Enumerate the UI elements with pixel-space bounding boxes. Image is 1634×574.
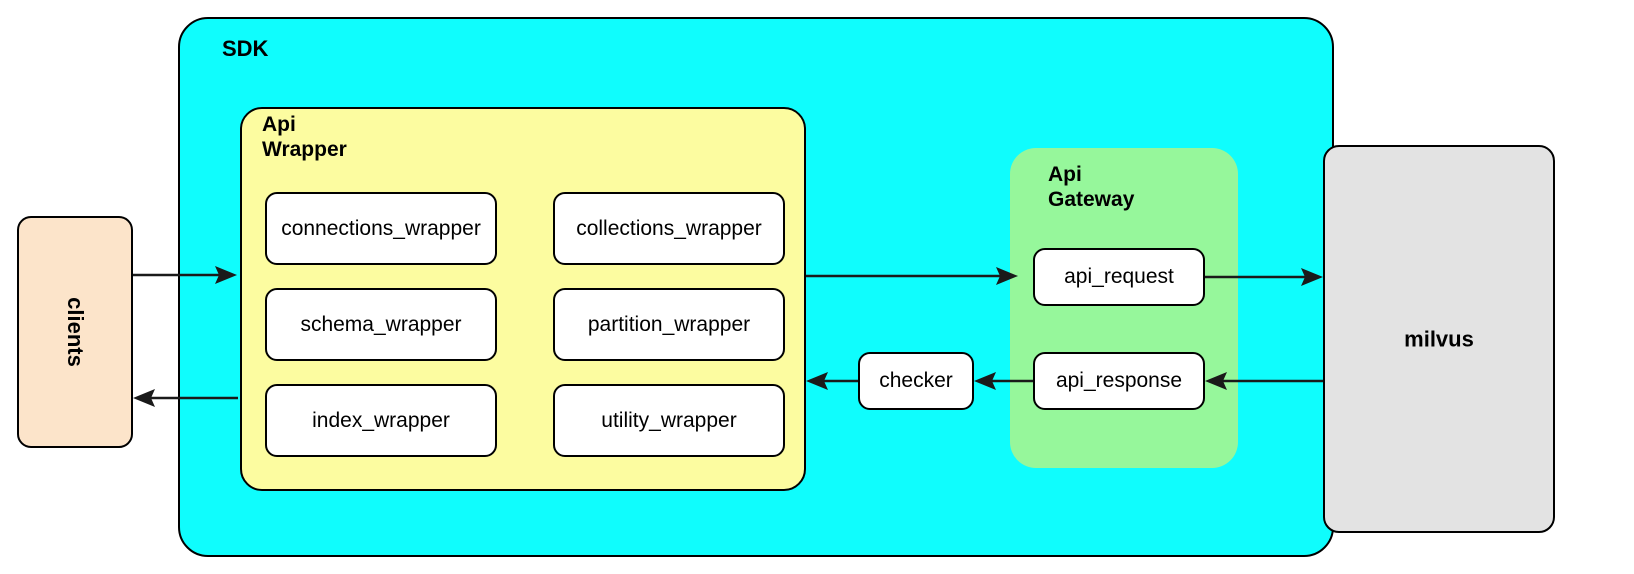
gateway-cell-api-request[interactable]: api_request [1033,248,1205,306]
checker-label: checker [879,368,953,392]
wrapper-cell-label: schema_wrapper [300,312,462,336]
milvus-box[interactable]: milvus [1323,145,1555,533]
wrapper-cell-utility[interactable]: utility_wrapper [553,384,785,457]
gateway-cell-label: api_request [1064,264,1174,288]
wrapper-cell-collections[interactable]: collections_wrapper [553,192,785,265]
gateway-cell-label: api_response [1055,368,1183,392]
wrapper-cell-schema[interactable]: schema_wrapper [265,288,497,361]
wrapper-cell-label: collections_wrapper [576,216,762,240]
checker-box[interactable]: checker [858,352,974,410]
api-gateway-container [1010,148,1238,468]
wrapper-cell-connections[interactable]: connections_wrapper [265,192,497,265]
sdk-title: SDK [222,36,269,61]
wrapper-cell-label: utility_wrapper [601,408,737,432]
api-gateway-title: Api Gateway [1048,163,1135,211]
gateway-cell-api-response[interactable]: api_response [1033,352,1205,410]
wrapper-cell-label: connections_wrapper [281,216,481,240]
clients-label: clients [63,297,88,367]
wrapper-cell-label: partition_wrapper [587,312,751,336]
milvus-label: milvus [1404,326,1474,352]
api-wrapper-title: Api Wrapper [262,113,347,161]
wrapper-cell-label: index_wrapper [312,408,450,432]
clients-box[interactable]: clients [17,216,133,448]
wrapper-cell-index[interactable]: index_wrapper [265,384,497,457]
wrapper-cell-partition[interactable]: partition_wrapper [553,288,785,361]
